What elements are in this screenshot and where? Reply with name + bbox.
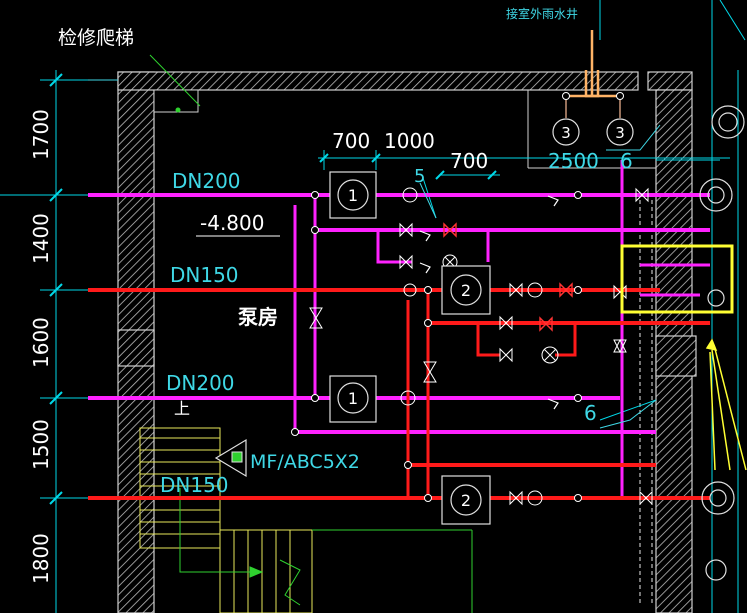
leader-lines (88, 79, 661, 429)
valves (309, 187, 653, 506)
extinguisher-label: MF/ABC5X2 (250, 451, 360, 473)
pipe-label-dn150-mid: DN150 (170, 263, 239, 287)
pump-2-mid[interactable]: 2 (441, 265, 491, 315)
pipe-label-dn200-low: DN200 (166, 371, 235, 395)
ladder-note: 检修爬梯 (58, 27, 134, 49)
red-gate-valves (443, 222, 573, 332)
orange-riser (566, 30, 620, 98)
left-dim-1800: 1800 (29, 533, 53, 584)
column-left (117, 329, 155, 367)
dim-1000: 1000 (384, 129, 435, 153)
pump-1-low[interactable]: 1 (329, 375, 377, 423)
wells (699, 105, 745, 581)
pump-2-bottom-label: 2 (461, 491, 471, 510)
left-dim-1600: 1600 (29, 317, 53, 368)
pump-1-top-label: 1 (348, 186, 358, 205)
pipe-label-dn200-top: DN200 (172, 169, 241, 193)
pipe-label-dn150-bottom: DN150 (160, 473, 229, 497)
column-right (655, 335, 697, 377)
pump-3-b[interactable]: 3 (606, 118, 634, 146)
dim-700: 700 (332, 129, 370, 153)
dim-700b: 700 (450, 149, 488, 173)
pump-3-a-label: 3 (561, 124, 571, 142)
top-dimension-chain (318, 150, 730, 421)
yellow-arrows (705, 338, 747, 471)
dim-6a: 6 (620, 149, 633, 173)
highlight-box[interactable] (620, 244, 734, 314)
left-dim-1500: 1500 (29, 419, 53, 470)
up-mark: 上 (174, 399, 190, 418)
right-edge-lines (599, 0, 746, 613)
pump-room-label: 泵房 (238, 305, 278, 329)
top-wall (117, 71, 639, 91)
check-valves (400, 187, 559, 506)
left-dim-1700: 1700 (29, 109, 53, 160)
top-wall-right (647, 71, 693, 91)
elevation-label: -4.800 (200, 211, 264, 235)
pit-notch (153, 89, 199, 113)
fire-extinguisher-icon (214, 438, 247, 478)
pump-2-bottom[interactable]: 2 (441, 475, 491, 525)
pump-1-top[interactable]: 1 (329, 171, 377, 219)
flow-marks (419, 195, 559, 410)
dim-2500: 2500 (548, 149, 599, 173)
pipe-junction-dots (291, 92, 624, 502)
dim-5: 5 (414, 166, 425, 187)
green-walkway (149, 54, 473, 613)
pump-2-mid-label: 2 (461, 281, 471, 300)
building-walls (117, 71, 697, 613)
left-dim-1400: 1400 (29, 213, 53, 264)
maintenance-ladder (639, 200, 653, 605)
outdoor-well-note: 接室外雨水井 (506, 6, 578, 21)
pump-1-low-label: 1 (348, 389, 358, 408)
pump-3-a[interactable]: 3 (552, 118, 580, 146)
dim-6b: 6 (584, 401, 597, 425)
pump-3-b-label: 3 (615, 124, 625, 142)
